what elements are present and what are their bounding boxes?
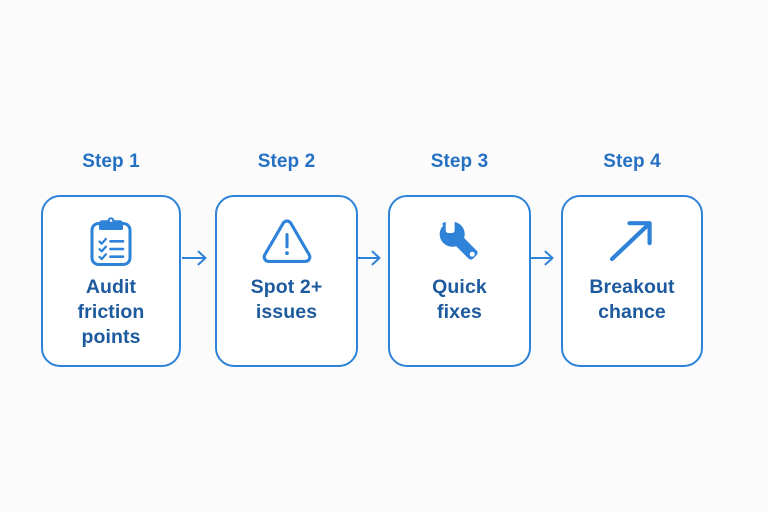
- step-card-4[interactable]: Breakout chance: [561, 195, 703, 367]
- step-column-2: Step 2 Spot 2+ issues: [215, 150, 358, 367]
- trending-up-arrow-icon: [604, 211, 660, 273]
- step-label-2: Step 2: [257, 151, 316, 172]
- step-label-4: Step 4: [603, 151, 661, 172]
- step-column-3: Step 3 Quick fixes: [388, 150, 531, 367]
- step-card-3[interactable]: Quick fixes: [388, 195, 531, 367]
- step-label-3: Step 3: [430, 151, 489, 172]
- warning-triangle-icon: [259, 211, 315, 273]
- connector-arrow-3: [528, 248, 559, 268]
- step-text-1: Audit friction points: [77, 276, 145, 348]
- step-label-1: Step 1: [82, 151, 140, 172]
- step-text-2: Spot 2+ issues: [250, 276, 323, 323]
- step-card-1[interactable]: Audit friction points: [41, 195, 181, 367]
- step-column-4: Step 4 Breakout chance: [561, 150, 703, 367]
- connector-arrow-2: [355, 248, 386, 268]
- step-card-2[interactable]: Spot 2+ issues: [215, 195, 358, 367]
- connector-arrow-1: [181, 248, 212, 268]
- step-text-4: Breakout chance: [589, 276, 675, 323]
- step-column-1: Step 1: [41, 150, 181, 367]
- clipboard-checklist-icon: [88, 211, 134, 273]
- step-text-3: Quick fixes: [432, 276, 487, 323]
- wrench-icon: [434, 211, 486, 273]
